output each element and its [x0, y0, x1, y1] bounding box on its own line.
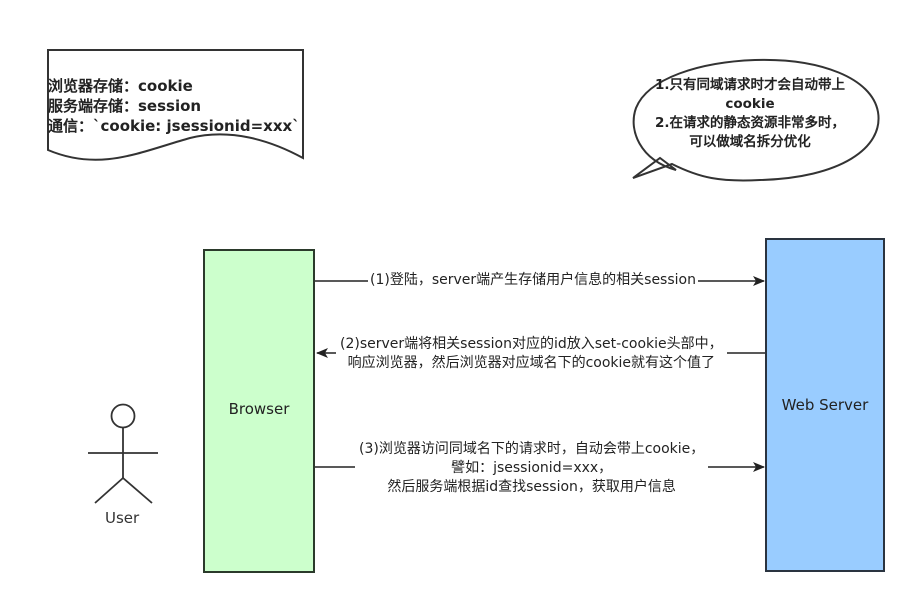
message-3-line-3: 然后服务端根据id查找session，获取用户信息: [387, 479, 676, 495]
browser-box: [203, 249, 315, 573]
web-server-box: [765, 238, 885, 572]
message-3-line-1: (3)浏览器访问同域名下的请求时，自动会带上cookie，: [359, 441, 705, 457]
message-1-label: (1)登陆，server端产生存储用户信息的相关session: [368, 271, 698, 290]
note-line-server-storage: 服务端存储：session: [48, 97, 202, 115]
callout-line-4: 可以做域名拆分优化: [689, 134, 811, 150]
user-actor-icon: [88, 403, 158, 504]
message-3-label: (3)浏览器访问同域名下的请求时，自动会带上cookie， 譬如：jsessio…: [355, 440, 709, 497]
message-3-line-2: 譬如：jsessionid=xxx，: [451, 460, 613, 476]
web-server-label: Web Server: [781, 396, 869, 414]
callout-bubble-shape: [632, 58, 880, 182]
note-line-browser-storage: 浏览器存储：cookie: [48, 77, 193, 95]
note-text: 浏览器存储：cookie 服务端存储：session 通信：`cookie: j…: [48, 76, 300, 136]
user-label: User: [105, 509, 140, 527]
browser-label: Browser: [228, 400, 290, 418]
message-2-line-1: (2)server端将相关session对应的id放入set-cookie头部中…: [340, 336, 723, 352]
message-1-line-1: (1)登陆，server端产生存储用户信息的相关session: [370, 272, 696, 288]
callout-text: 1.只有同域请求时才会自动带上 cookie 2.在请求的静态资源非常多时， 可…: [640, 76, 860, 152]
note-shape: [47, 49, 304, 161]
callout-line-2: cookie: [725, 96, 775, 112]
note-line-communication: 通信：`cookie: jsessionid=xxx`: [48, 117, 300, 135]
callout-line-3: 2.在请求的静态资源非常多时，: [654, 115, 846, 131]
callout-line-1: 1.只有同域请求时才会自动带上: [654, 77, 846, 93]
message-2-label: (2)server端将相关session对应的id放入set-cookie头部中…: [336, 335, 727, 373]
message-2-line-2: 响应浏览器，然后浏览器对应域名下的cookie就有这个值了: [347, 355, 716, 371]
